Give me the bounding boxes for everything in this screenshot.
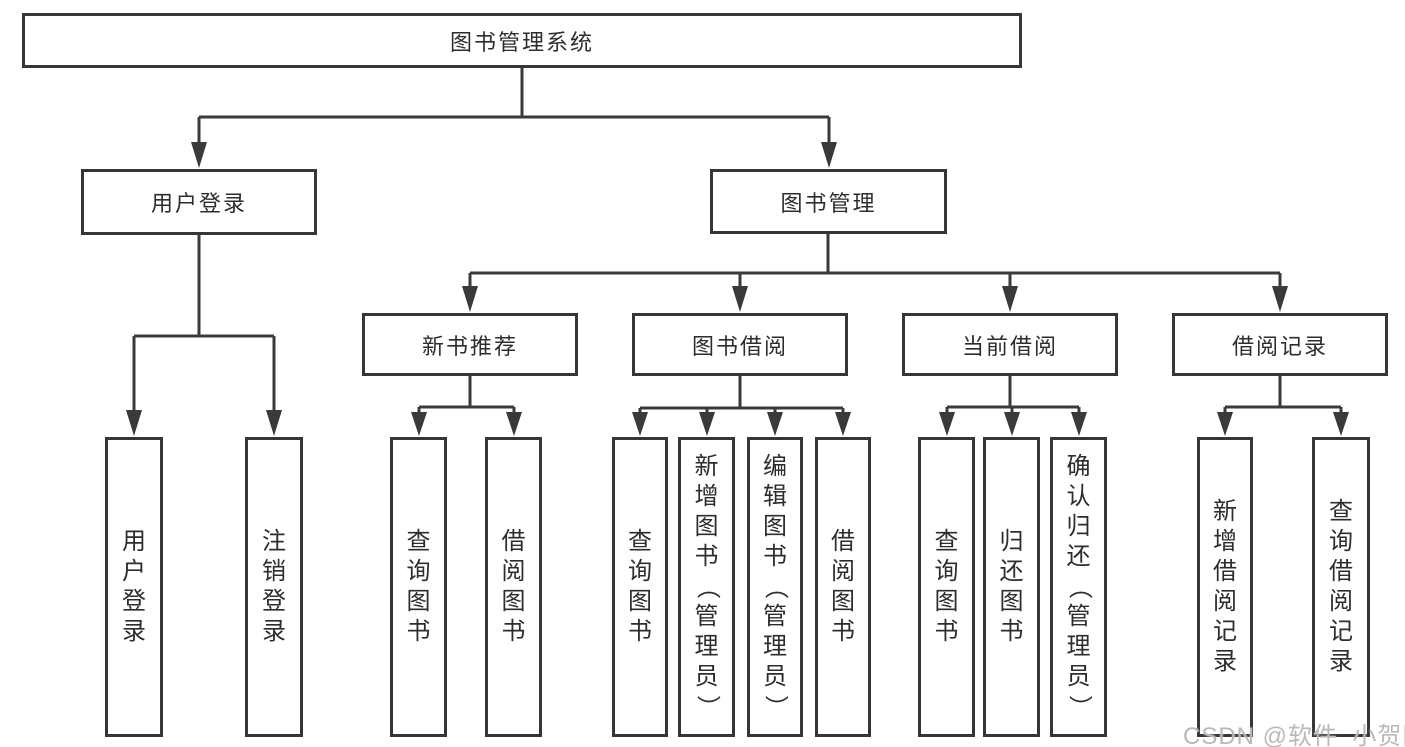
node-book-borrow: 图书借阅 — [632, 313, 848, 376]
leaf-borrow-books: 借阅图书 — [815, 437, 871, 737]
node-user-login: 用户登录 — [81, 169, 317, 235]
leaf-return-books: 归还图书 — [983, 437, 1040, 737]
node-current-borrow: 当前借阅 — [902, 313, 1118, 376]
leaf-query-borrow-record: 查询借阅记录 — [1312, 437, 1370, 737]
node-new-book-recommend: 新书推荐 — [362, 313, 578, 376]
leaf-edit-books-admin: 编辑图书（管理员） — [747, 437, 803, 737]
node-borrow-records: 借阅记录 — [1172, 313, 1388, 376]
leaf-add-borrow-record: 新增借阅记录 — [1197, 437, 1253, 737]
connector-root — [197, 68, 831, 144]
leaf-borrow-books-recommend: 借阅图书 — [485, 437, 542, 737]
leaf-query-books-current: 查询图书 — [918, 437, 975, 737]
connector-new-book — [417, 376, 516, 415]
leaf-add-books-admin: 新增图书（管理员） — [678, 437, 735, 737]
connector-book-management — [468, 234, 1282, 289]
node-root-library-system: 图书管理系统 — [22, 13, 1022, 68]
watermark: CSDN @软件_小贺同学 — [1183, 723, 1405, 747]
leaf-user-login: 用户登录 — [105, 437, 163, 737]
leaf-logout: 注销登录 — [245, 437, 303, 737]
connector-current-borrow — [945, 376, 1081, 415]
connector-user-login — [132, 235, 276, 414]
node-book-management: 图书管理 — [710, 169, 947, 234]
leaf-query-books-recommend: 查询图书 — [390, 437, 447, 737]
connector-book-borrow — [638, 376, 845, 415]
leaf-confirm-return-admin: 确认归还（管理员） — [1050, 437, 1107, 737]
connector-borrow-records — [1223, 376, 1343, 415]
leaf-query-books-borrow: 查询图书 — [612, 437, 668, 737]
